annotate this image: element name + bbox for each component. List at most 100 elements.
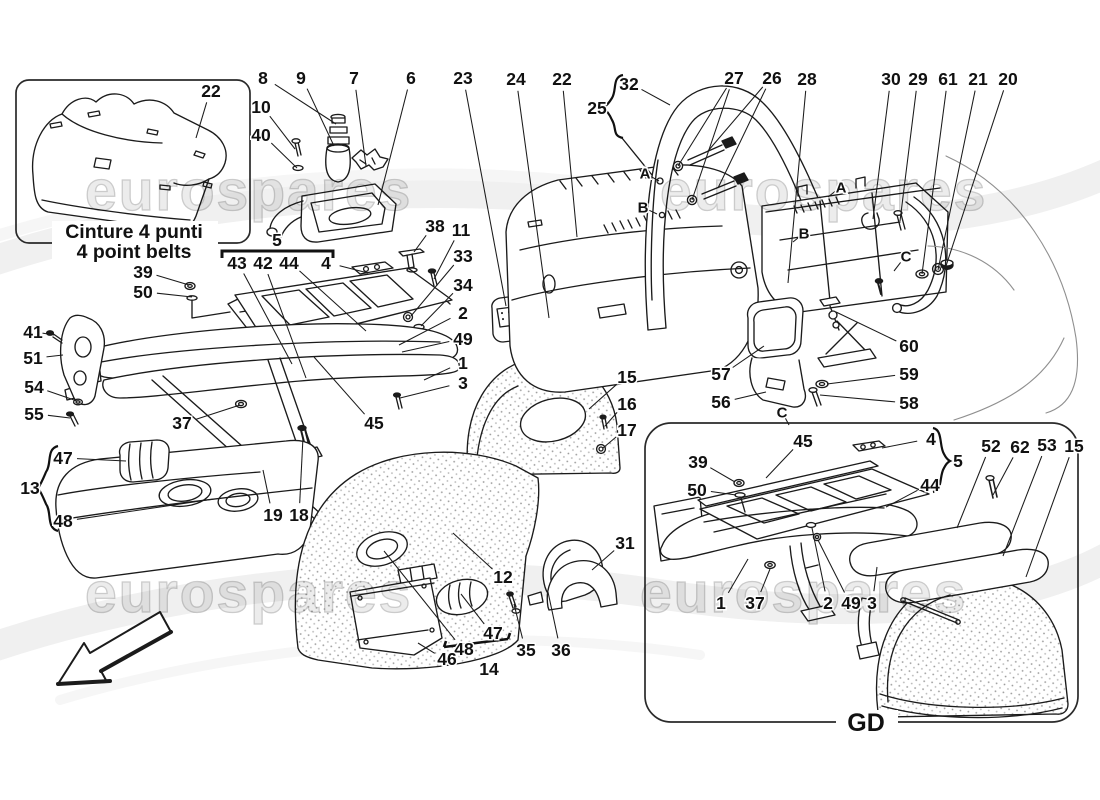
ref-letter-B: B: [638, 200, 649, 217]
leader-line-38: [413, 234, 427, 253]
leader-line-9: [306, 88, 335, 147]
leader-line-26: [707, 86, 764, 152]
leader-line-30: [872, 90, 890, 220]
leader-line-32: [641, 88, 671, 106]
cup-holder-assembly: [266, 113, 397, 243]
leader-line-42: [267, 273, 307, 379]
part-number-62: 62: [1010, 437, 1030, 457]
leader-line-11: [433, 240, 455, 280]
part-number-44: 44: [920, 475, 940, 495]
leader-line-47: [76, 458, 127, 462]
leader-lines-layer: [42, 83, 1070, 654]
part-number-42: 42: [253, 253, 273, 273]
part-number-14: 14: [479, 659, 499, 679]
leader-line-27: [691, 89, 730, 201]
leader-line-22: [562, 90, 578, 238]
leader-line-1: [727, 558, 749, 594]
part-number-4: 4: [321, 253, 331, 273]
leader-line-19: [262, 469, 271, 504]
part-number-16: 16: [617, 394, 637, 414]
leader-line-55: [47, 414, 71, 419]
leader-line-23: [465, 89, 507, 307]
part-number-13: 13: [20, 478, 40, 498]
part-number-39: 39: [688, 452, 708, 472]
part-number-49: 49: [453, 329, 473, 349]
leader-line-15: [1025, 457, 1070, 578]
ref-letter-C: C: [777, 405, 788, 422]
leader-line-36: [547, 591, 559, 639]
leader-line-53: [1002, 455, 1043, 557]
part-number-48: 48: [454, 639, 474, 659]
watermark-text: eurospares: [640, 561, 967, 625]
part-number-49: 49: [841, 593, 861, 613]
part-number-26: 26: [762, 68, 782, 88]
belts-inset-title-english: 4 point belts: [77, 241, 192, 263]
leader-line-24: [517, 90, 550, 319]
leader-line-17: [602, 436, 617, 449]
left-wheelarch-liner: [55, 439, 319, 579]
part-number-45: 45: [793, 431, 813, 451]
part-number-10: 10: [251, 97, 271, 117]
part-number-19: 19: [263, 505, 283, 525]
leader-line-41: [42, 332, 55, 336]
part-number-18: 18: [289, 505, 309, 525]
leader-line-7: [355, 89, 367, 167]
diagram-line-art: [31, 85, 1079, 719]
leader-line-18: [299, 436, 304, 504]
leader-line-44: [885, 489, 918, 508]
leader-line-31: [591, 550, 615, 571]
part-number-59: 59: [899, 364, 919, 384]
part-number-2: 2: [458, 303, 468, 323]
part-number-33: 33: [453, 246, 473, 266]
side-panel-12: [294, 451, 618, 670]
part-number-5: 5: [272, 230, 282, 250]
gd-inset-label: GD: [847, 709, 885, 737]
part-number-12: 12: [493, 567, 513, 587]
leader-line-10: [269, 115, 296, 150]
part-number-50: 50: [687, 480, 707, 500]
leader-line-12: [452, 532, 493, 570]
rear-bulkhead-panel: [505, 164, 759, 393]
part-number-3: 3: [458, 373, 468, 393]
part-number-44: 44: [279, 253, 299, 273]
leader-line-45: [313, 356, 365, 415]
part-number-53: 53: [1037, 435, 1057, 455]
leader-line-61: [921, 90, 947, 275]
part-number-43: 43: [227, 253, 247, 273]
ref-letter-A: A: [836, 180, 847, 197]
speaker-bracket: [746, 297, 807, 408]
part-number-8: 8: [258, 68, 268, 88]
part-number-35: 35: [516, 640, 536, 660]
part-number-4: 4: [926, 429, 936, 449]
leader-line-37: [760, 568, 771, 593]
leader-line-21: [937, 90, 976, 271]
part-number-3: 3: [867, 593, 877, 613]
leader-line-C: [784, 417, 790, 426]
part-number-36: 36: [551, 640, 571, 660]
watermark-text: eurospares: [660, 159, 987, 223]
part-number-15: 15: [617, 367, 637, 387]
part-number-46: 46: [437, 649, 457, 669]
leader-line-60: [835, 311, 897, 342]
part-number-25: 25: [587, 98, 607, 118]
part-number-39: 39: [133, 262, 153, 282]
leader-line-1: [423, 367, 451, 381]
part-number-23: 23: [453, 68, 473, 88]
leader-line-40: [270, 142, 298, 169]
part-number-17: 17: [617, 420, 636, 440]
leader-line-2: [398, 317, 451, 346]
leader-line-34: [420, 292, 454, 327]
leader-line-46: [417, 642, 435, 654]
part-number-57: 57: [711, 364, 730, 384]
belts-inset-title-italian: Cinture 4 punti: [65, 221, 203, 243]
leader-line-22: [195, 102, 208, 139]
leader-line-33: [410, 264, 455, 317]
part-number-37: 37: [172, 413, 191, 433]
leader-line-16: [604, 412, 618, 427]
direction-arrow: [56, 611, 173, 686]
leader-line-4: [339, 265, 369, 274]
leader-line-B: [792, 236, 800, 243]
leader-line-49: [817, 539, 845, 593]
part-number-30: 30: [881, 69, 901, 89]
